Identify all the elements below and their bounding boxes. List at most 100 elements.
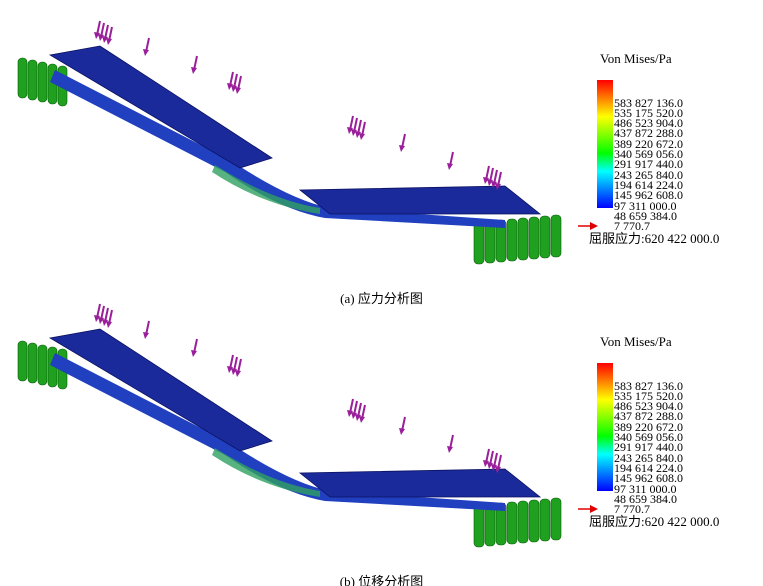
- legend-tick: 48 659 384.0: [614, 491, 677, 506]
- support-block: [539, 498, 551, 542]
- support-block: [506, 218, 518, 262]
- load-arrow-head-icon: [94, 32, 100, 39]
- legend-tick: 291 917 440.0: [614, 440, 683, 455]
- legend-tick: 7 770.7: [614, 502, 650, 517]
- support-block: [517, 217, 529, 261]
- legend-tick: 535 175 520.0: [614, 388, 683, 403]
- load-arrow-head-icon: [98, 34, 104, 41]
- caption: (b) 位移分析图: [339, 574, 424, 586]
- support-block: [528, 499, 540, 543]
- legend-title: Von Mises/Pa: [600, 51, 672, 66]
- support-block: [506, 501, 518, 545]
- yield-stress-label: 屈服应力:620 422 000.0: [589, 231, 720, 246]
- load-arrow-head-icon: [102, 319, 108, 326]
- load-arrow-head-icon: [355, 414, 361, 421]
- load-arrow-head-icon: [94, 315, 100, 322]
- legend-tick: 291 917 440.0: [614, 157, 683, 172]
- load-arrow-head-icon: [495, 183, 501, 190]
- support-block: [37, 344, 48, 386]
- legend-tick: 243 265 840.0: [614, 167, 683, 182]
- load-arrow-head-icon: [231, 368, 237, 375]
- legend-tick: 340 569 056.0: [614, 430, 683, 445]
- load-arrow-head-icon: [355, 131, 361, 138]
- legend-tick: 48 659 384.0: [614, 208, 677, 223]
- support-block: [27, 342, 38, 384]
- legend-tick: 194 614 224.0: [614, 177, 683, 192]
- support-block: [517, 500, 529, 544]
- legend-tick: 7 770.7: [614, 219, 650, 234]
- load-arrow-head-icon: [106, 38, 112, 45]
- legend-tick: 145 962 608.0: [614, 188, 683, 203]
- load-arrow-head-icon: [235, 87, 241, 94]
- legend-tick: 486 523 904.0: [614, 399, 683, 414]
- load-arrow-head-icon: [399, 145, 405, 152]
- yield-arrow-icon: [578, 222, 598, 230]
- support-block: [528, 216, 540, 260]
- support-block: [550, 214, 562, 258]
- load-arrow-head-icon: [447, 163, 453, 170]
- load-arrow-head-icon: [191, 350, 197, 357]
- load-arrow-head-icon: [399, 428, 405, 435]
- upper-plate: [48, 45, 273, 169]
- legend-tick: 437 872 288.0: [614, 126, 683, 141]
- color-bar: [597, 80, 613, 208]
- load-arrow-head-icon: [347, 410, 353, 417]
- load-arrow-head-icon: [491, 464, 497, 471]
- support-block: [37, 61, 48, 103]
- legend-tick: 535 175 520.0: [614, 105, 683, 120]
- legend-tick: 583 827 136.0: [614, 378, 683, 393]
- load-arrow-head-icon: [227, 366, 233, 373]
- load-arrow-head-icon: [143, 332, 149, 339]
- load-arrow-head-icon: [102, 36, 108, 43]
- load-arrow-head-icon: [447, 446, 453, 453]
- legend-tick: 340 569 056.0: [614, 147, 683, 162]
- legend-tick: 389 220 672.0: [614, 136, 683, 151]
- support-block: [17, 57, 28, 99]
- load-arrow-head-icon: [351, 129, 357, 136]
- load-arrow-head-icon: [231, 85, 237, 92]
- legend-tick: 389 220 672.0: [614, 419, 683, 434]
- fea-model: [17, 20, 562, 265]
- legend-tick: 243 265 840.0: [614, 450, 683, 465]
- load-arrow-head-icon: [487, 179, 493, 186]
- legend-tick: 145 962 608.0: [614, 471, 683, 486]
- stress-zone: [212, 448, 320, 497]
- load-arrow-head-icon: [227, 83, 233, 90]
- load-arrow-head-icon: [98, 317, 104, 324]
- fea-model: [17, 303, 562, 548]
- load-arrow-head-icon: [191, 67, 197, 74]
- legend-tick: 486 523 904.0: [614, 116, 683, 131]
- legend-tick: 194 614 224.0: [614, 460, 683, 475]
- load-arrow-head-icon: [359, 133, 365, 140]
- lower-plate: [298, 185, 542, 215]
- legend-tick: 583 827 136.0: [614, 95, 683, 110]
- load-arrow-head-icon: [347, 127, 353, 134]
- support-block: [550, 497, 562, 541]
- legend-tick: 97 311 000.0: [614, 198, 677, 213]
- support-block: [17, 340, 28, 382]
- beam: [50, 353, 505, 511]
- load-arrow-head-icon: [483, 460, 489, 467]
- load-arrow-head-icon: [351, 412, 357, 419]
- upper-plate: [48, 328, 273, 452]
- load-arrow-head-icon: [106, 321, 112, 328]
- load-arrow-head-icon: [491, 181, 497, 188]
- stress-zone: [212, 165, 320, 214]
- support-block: [27, 59, 38, 101]
- legend-title: Von Mises/Pa: [600, 334, 672, 349]
- legend-tick: 97 311 000.0: [614, 481, 677, 496]
- support-block: [539, 215, 551, 259]
- yield-arrow-icon: [578, 505, 598, 513]
- lower-plate: [298, 468, 542, 498]
- support-block: [473, 221, 485, 265]
- load-arrow-head-icon: [143, 49, 149, 56]
- load-arrow-head-icon: [483, 177, 489, 184]
- load-arrow-head-icon: [235, 370, 241, 377]
- caption: (a) 应力分析图: [340, 291, 423, 306]
- load-arrow-head-icon: [487, 462, 493, 469]
